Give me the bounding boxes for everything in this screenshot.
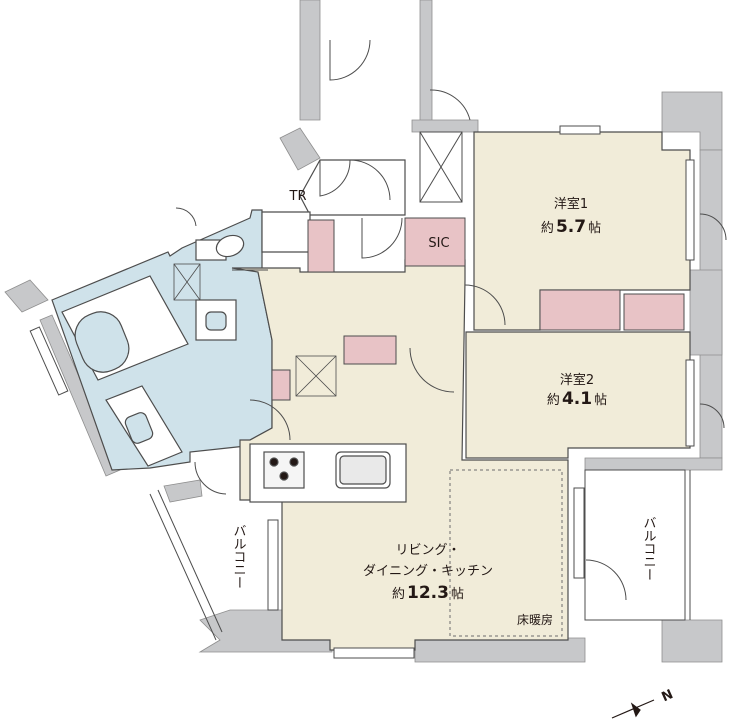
- western-room-2-area-value: 4.1: [562, 389, 592, 409]
- western-room-2-area-prefix: 約: [547, 393, 560, 408]
- compass-icon: [611, 699, 655, 719]
- ldk-area-value: 12.3: [407, 583, 449, 603]
- washer-space: [173, 263, 201, 301]
- kitchen-storage: [343, 335, 397, 365]
- washbasin: [105, 385, 183, 467]
- pipe-space: [295, 355, 337, 397]
- sic-label: SIC: [428, 236, 449, 251]
- door-swings: [175, 39, 727, 601]
- western-room-1-area-prefix: 約: [541, 221, 554, 236]
- north-label: N: [660, 687, 676, 705]
- balcony-right-label: バルコニー: [641, 516, 657, 581]
- room1-closet: [539, 289, 621, 331]
- western-room-1-name: 洋室1: [554, 196, 588, 212]
- western-room-2-name: 洋室2: [560, 372, 594, 388]
- western-room-2-area-unit: 帖: [594, 393, 607, 408]
- small-closet: [271, 369, 291, 401]
- floor-heating-area: [449, 469, 563, 637]
- toilet-bowl: [195, 234, 245, 261]
- toilet-label: TR: [289, 189, 307, 204]
- north-arrow: N: [611, 687, 676, 719]
- western-room-1-floor: [473, 131, 691, 331]
- ldk-name-line2: ダイニング・キッチン: [363, 564, 493, 579]
- shoe-storage: [419, 131, 463, 203]
- balcony-left-label: バルコニー: [231, 524, 247, 589]
- storage-areas: [271, 217, 685, 401]
- ldk-area-unit: 帖: [451, 587, 464, 602]
- floor-heating-label: 床暖房: [517, 612, 553, 627]
- balcony-left: [149, 489, 223, 641]
- entrance-floor: [299, 159, 406, 216]
- ldk-name-line1: リビング・: [395, 543, 460, 558]
- western-room-1-area-value: 5.7: [556, 217, 586, 237]
- toilet-floor: [261, 211, 311, 253]
- bathtub: [61, 275, 189, 381]
- ldk-area-prefix: 約: [392, 587, 405, 602]
- room2-closet: [623, 293, 685, 331]
- stove-burners: [269, 457, 299, 481]
- balcony-right: [584, 469, 691, 621]
- western-room-2-floor: [465, 331, 691, 459]
- sic-storage: [404, 217, 466, 267]
- western-room-1-area-unit: 帖: [588, 221, 601, 236]
- hand-sink: [195, 299, 237, 341]
- corridor-closet: [307, 219, 335, 273]
- kitchen-counter: [249, 443, 407, 503]
- windows: [29, 125, 695, 659]
